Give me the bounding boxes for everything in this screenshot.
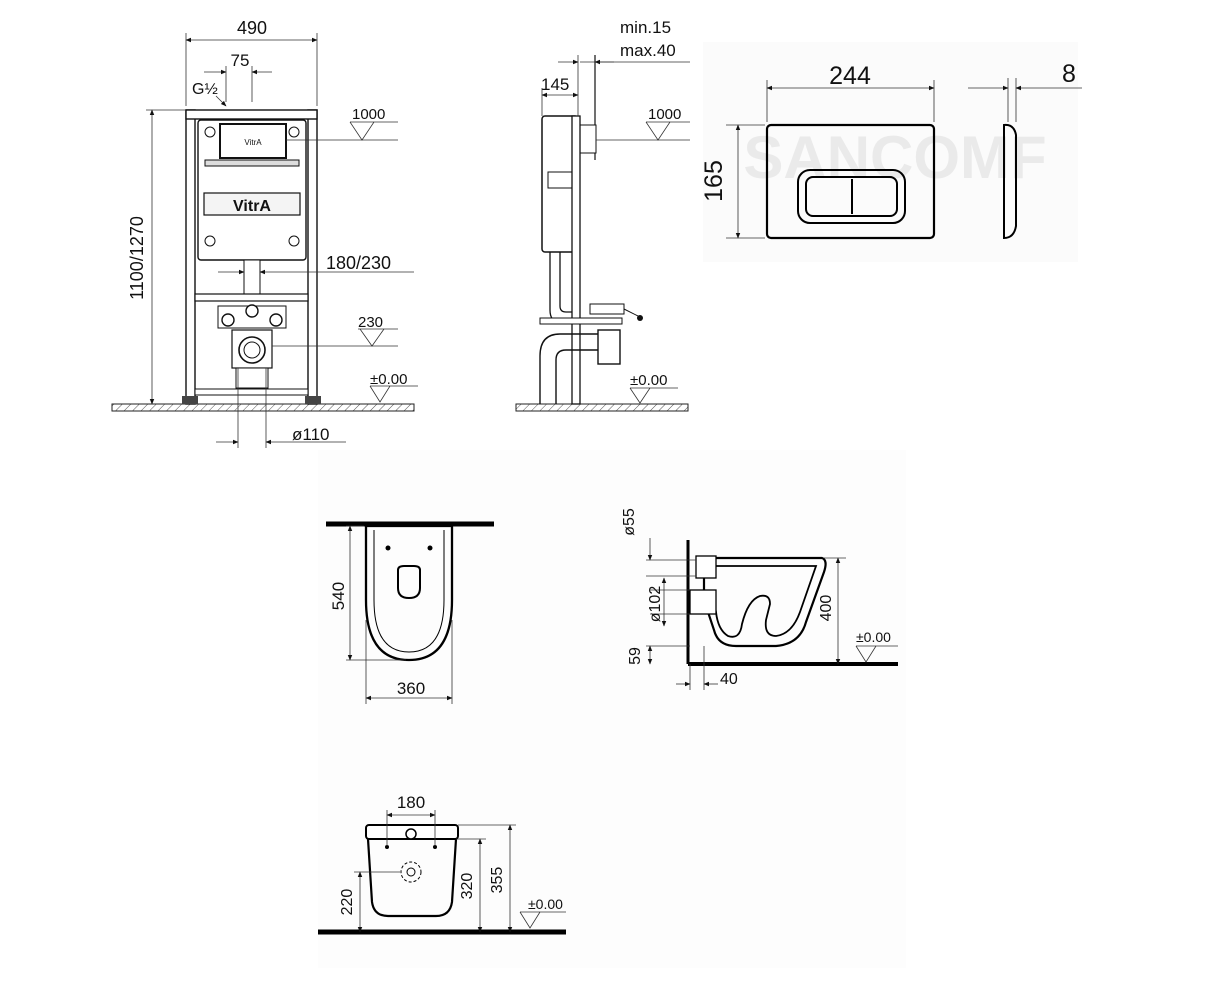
- level-floor-bowl-side: ±0.00: [856, 629, 891, 645]
- dim-plate-height: 165: [700, 160, 728, 202]
- vitra-logo-large: VitrA: [233, 198, 271, 215]
- bowl-opening: [397, 565, 421, 600]
- dim-wall-offset: 40: [720, 671, 738, 688]
- flush-plate-view: SANCOMF 244 165 8: [700, 42, 1082, 262]
- floor-slab-side: [515, 403, 689, 412]
- dim-frame-height: 1100/1270: [127, 216, 147, 300]
- wall-tolerance-min: min.15: [620, 18, 671, 37]
- dim-bowl-length: 540: [329, 582, 348, 610]
- bowl-side-view: ø55 ø102 59 400 ±0.00 40: [621, 508, 898, 690]
- dim-bolt-height: 220: [339, 889, 356, 916]
- dim-pipe-diameter: ø110: [292, 425, 330, 444]
- frame-side-view: min.15 max.40 145 1000 ±0.00: [515, 18, 690, 412]
- inlet-thread-label: G½: [192, 81, 218, 98]
- dim-frame-width: 490: [237, 18, 267, 38]
- level-floor-side: ±0.00: [630, 372, 667, 389]
- bowl-top-view: 540 360: [318, 450, 906, 968]
- dim-drain-height: 180/230: [326, 253, 391, 273]
- level-floor-bowl-front: ±0.00: [528, 896, 563, 912]
- bowl-outline-front: [366, 838, 458, 918]
- dim-plate-width: 244: [829, 62, 871, 90]
- frame-front-view: VitrA VitrA 490 75 G½: [111, 18, 418, 448]
- dim-bowl-width: 360: [397, 679, 425, 698]
- floor-slab-front: [111, 403, 415, 412]
- level-connection-height: 230: [358, 314, 383, 331]
- vitra-logo-small: VitrA: [244, 138, 262, 147]
- dim-frame-depth: 145: [541, 75, 569, 94]
- wall-tolerance-max: max.40: [620, 41, 676, 60]
- watermark: SANCOMF: [743, 124, 1046, 191]
- dim-outlet-diameter: ø102: [647, 586, 664, 623]
- bowl-outline-top: [364, 524, 454, 662]
- dim-rim-height-outer: 355: [489, 867, 506, 894]
- bowl-front-view: 180 220 320 355 ±0.00: [318, 793, 566, 935]
- dim-inlet-diameter: ø55: [621, 508, 638, 536]
- level-button-height: 1000: [352, 106, 385, 123]
- dim-outlet-height: 59: [627, 647, 644, 665]
- flush-plate: [765, 123, 936, 240]
- dim-bowl-height: 400: [818, 595, 835, 622]
- dim-rim-height-inner: 320: [459, 873, 476, 900]
- dim-bolt-spacing: 180: [397, 793, 425, 812]
- bowl-outline-side: [702, 556, 827, 648]
- flush-button-frame: [797, 169, 906, 224]
- dim-inlet-offset: 75: [231, 51, 250, 70]
- level-floor-front: ±0.00: [370, 371, 407, 388]
- dim-plate-thickness: 8: [1062, 60, 1076, 88]
- level-button-height-side: 1000: [648, 106, 681, 123]
